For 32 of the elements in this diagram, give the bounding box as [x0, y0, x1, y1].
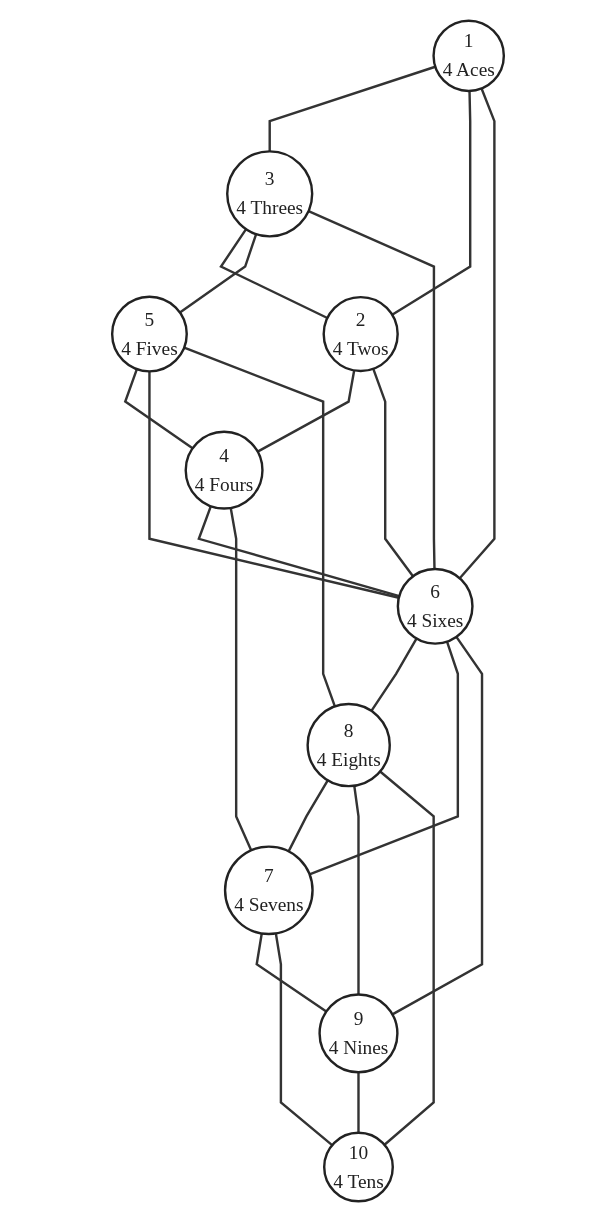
connector [148, 370, 400, 599]
connector [379, 770, 435, 1146]
connector [123, 368, 194, 449]
connector [197, 505, 400, 597]
connector [257, 369, 356, 453]
node-circle: 5 4 Fives [110, 295, 188, 373]
connector [391, 90, 472, 316]
connector [268, 65, 436, 151]
node-circle: 3 4 Threes [226, 149, 314, 238]
connector [372, 367, 414, 577]
connector [391, 635, 484, 1015]
node-circle: 1 4 Aces [432, 18, 506, 92]
connector [370, 637, 418, 712]
connector [179, 233, 258, 314]
node-circle: 4 4 Fours [184, 430, 264, 510]
connector [309, 640, 460, 876]
connector [353, 785, 360, 994]
connector [219, 227, 328, 319]
node-circle: 6 4 Sixes [396, 567, 474, 645]
connector [274, 932, 333, 1146]
connector [357, 1071, 360, 1133]
node-circle: 8 4 Eights [306, 702, 391, 787]
node-circle: 10 4 Tens [323, 1131, 394, 1203]
connector [229, 507, 253, 851]
node-circle: 2 4 Twos [322, 295, 399, 372]
connector [458, 87, 496, 579]
connector [287, 779, 329, 852]
connector [308, 209, 436, 569]
connector [255, 932, 327, 1013]
node-circle: 7 4 Sevens [223, 844, 314, 935]
node-circle: 9 4 Nines [318, 992, 399, 1073]
connector [183, 345, 336, 707]
